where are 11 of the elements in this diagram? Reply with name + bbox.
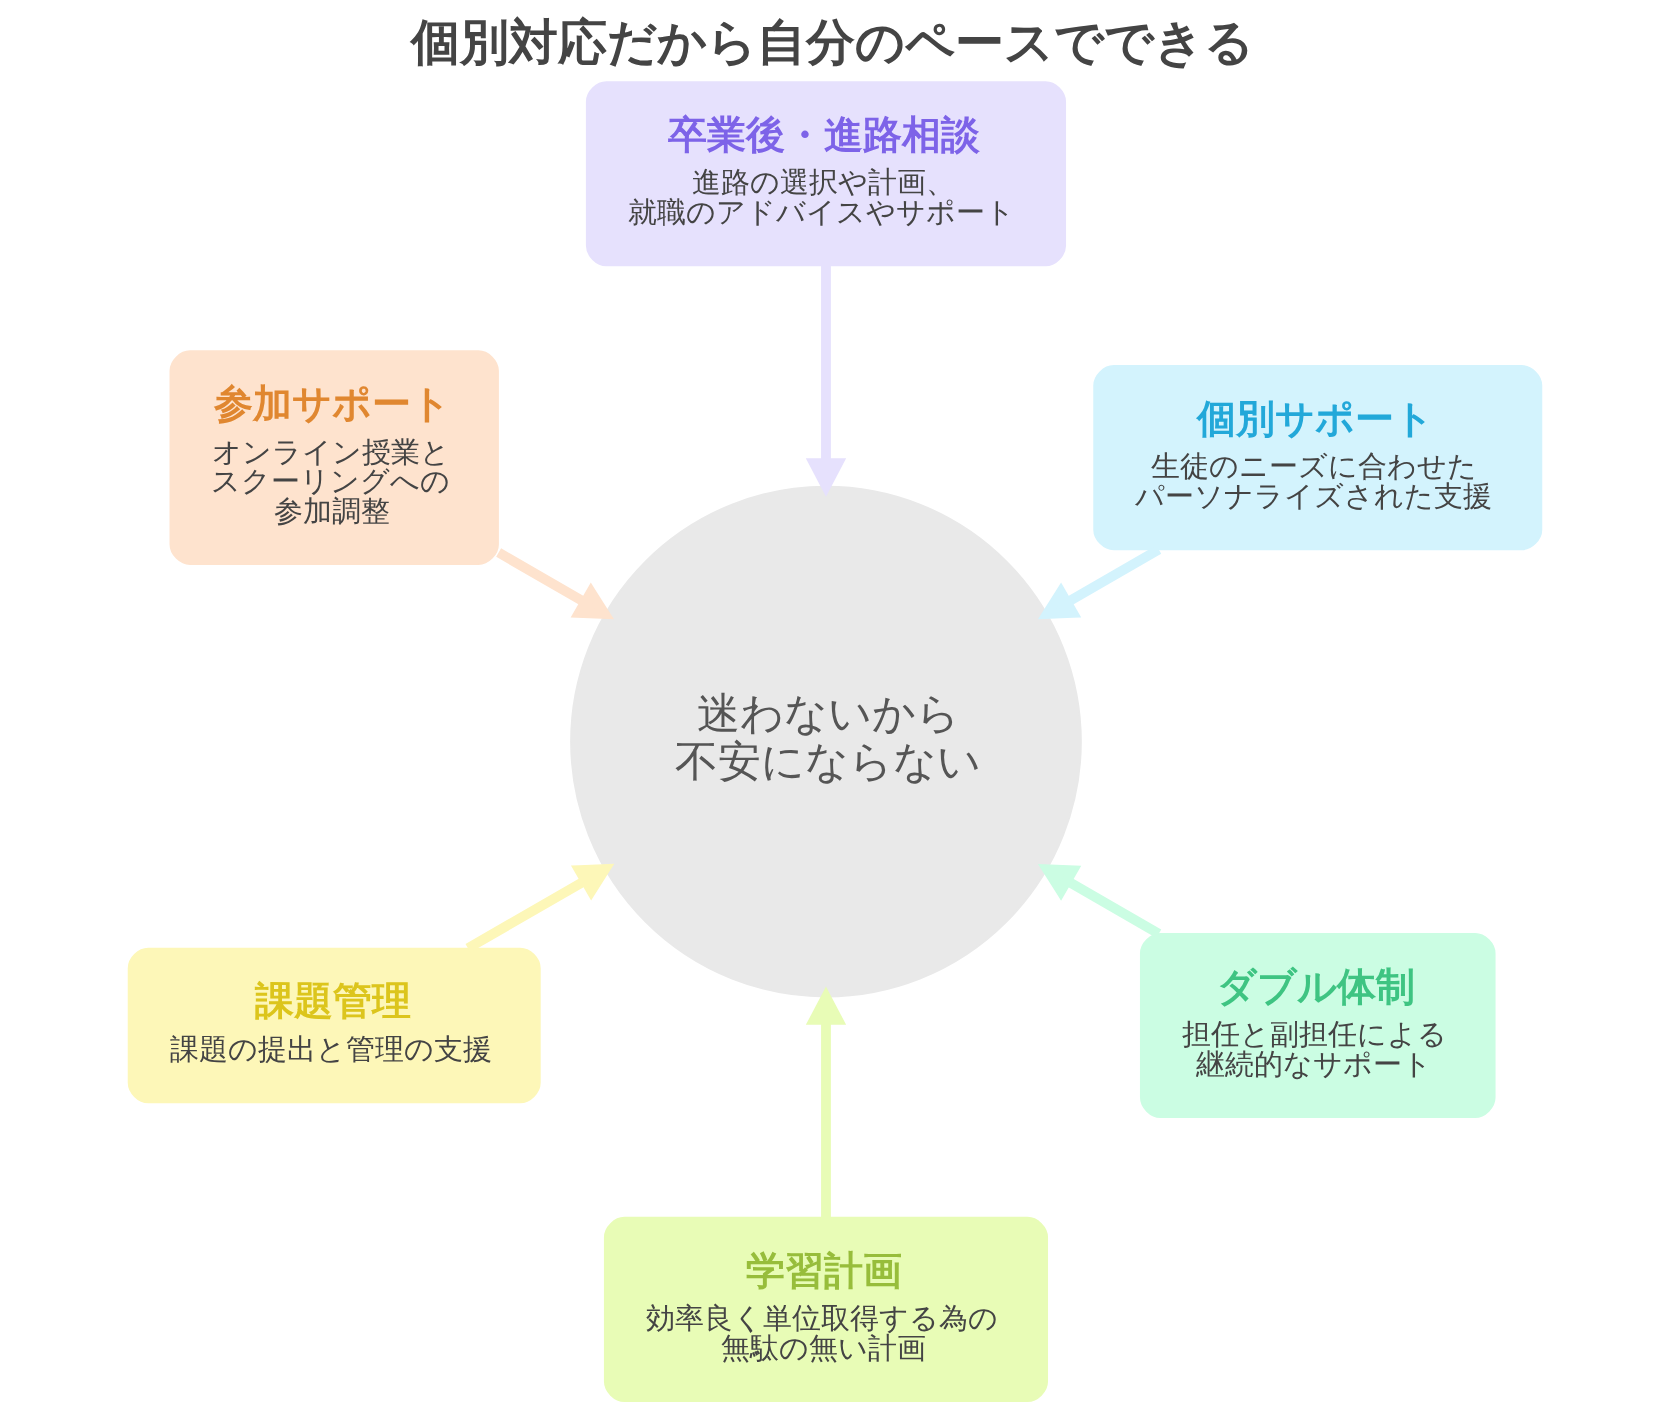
diagram-title: 個別対応だから自分のペースでできる xyxy=(410,13,1254,72)
node-box: 参加サポート オンライン授業とスクーリングへの参加調整 xyxy=(169,350,499,565)
node-box: 学習計画 効率良く単位取得する為の無駄の無い計画 xyxy=(603,1216,1048,1403)
node-box: ダブル体制 担任と副担任による継続的なサポート xyxy=(1139,932,1496,1119)
arrow xyxy=(805,986,846,1218)
node-box: 卒業後・進路相談 進路の選択や計画、就職のアドバイスやサポート xyxy=(585,81,1066,267)
arrow xyxy=(1037,863,1161,938)
arrow xyxy=(495,548,614,620)
node-box: 個別サポート 生徒のニーズに合わせたパーソナライズされた支援 xyxy=(1092,365,1542,551)
arrow xyxy=(805,265,846,497)
node-box: 課題管理 課題の提出と管理の支援 xyxy=(127,947,541,1104)
